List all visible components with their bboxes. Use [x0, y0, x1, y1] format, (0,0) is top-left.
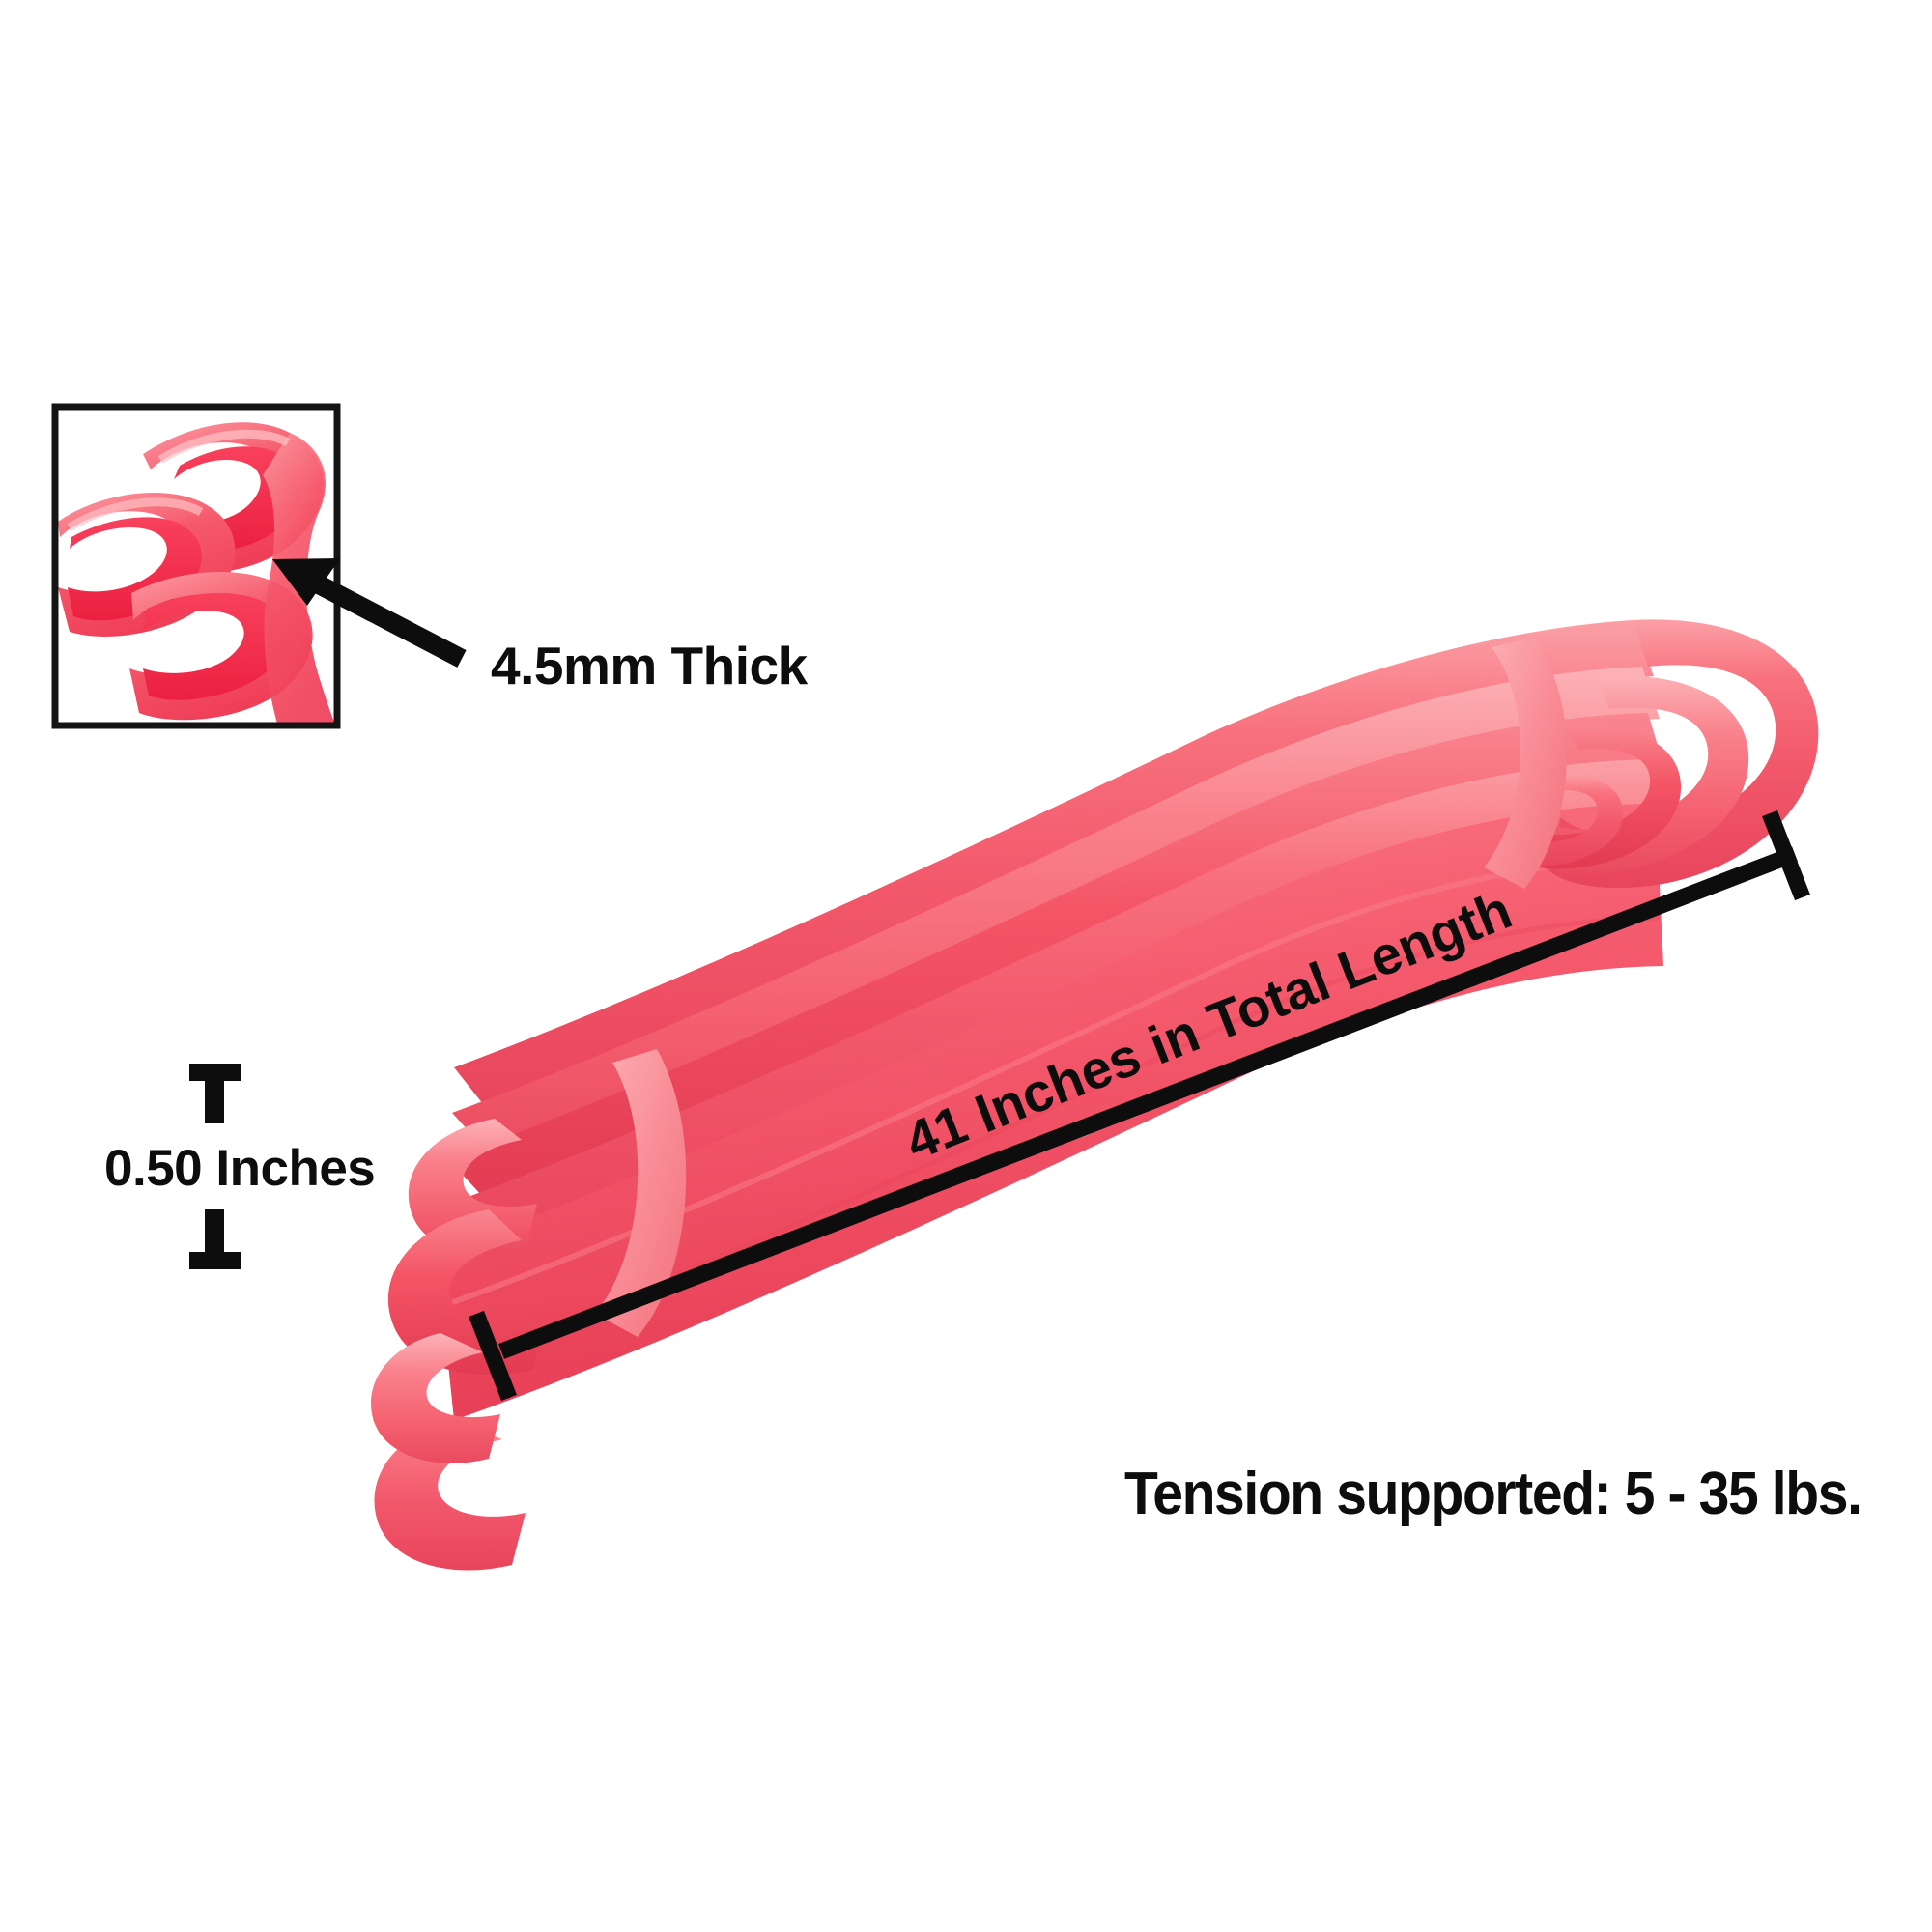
inset-border: [51, 403, 341, 729]
width-label: 0.50 Inches: [104, 1140, 376, 1197]
callout-arrow-shaft: [314, 576, 467, 668]
thickness-callout-arrow: [272, 558, 467, 668]
band-loop-middle: [1524, 675, 1749, 874]
band-loop-inner: [1515, 725, 1682, 869]
length-dimension-cap-left: [469, 1310, 517, 1402]
band-loop-outer: [1546, 619, 1819, 889]
inset-coil-core: [143, 592, 286, 700]
band-loop-end: [374, 1420, 526, 1571]
band-loop-end: [408, 1119, 537, 1255]
inset-highlight: [67, 497, 204, 531]
inset-photo: [58, 422, 336, 725]
thickness-inset: [51, 403, 341, 729]
thickness-label: 4.5mm Thick: [491, 636, 808, 696]
band-strap-left: [595, 1049, 687, 1337]
band-loop-core: [1509, 772, 1624, 867]
band-right-loops: [1509, 619, 1819, 889]
band-loop-end: [370, 1333, 500, 1463]
band-strap-right: [1484, 638, 1567, 889]
length-dimension: [469, 810, 1810, 1402]
width-dimension: [189, 1064, 241, 1269]
callout-arrow-head: [272, 558, 340, 606]
band-left-loops: [370, 1119, 545, 1571]
length-dimension-line: [497, 846, 1799, 1359]
length-dimension-cap-right: [1762, 810, 1810, 901]
tension-label: Tension supported: 5 - 35 lbs.: [1124, 1461, 1862, 1527]
inset-highlight: [157, 429, 291, 464]
band-loop-end: [387, 1209, 545, 1376]
